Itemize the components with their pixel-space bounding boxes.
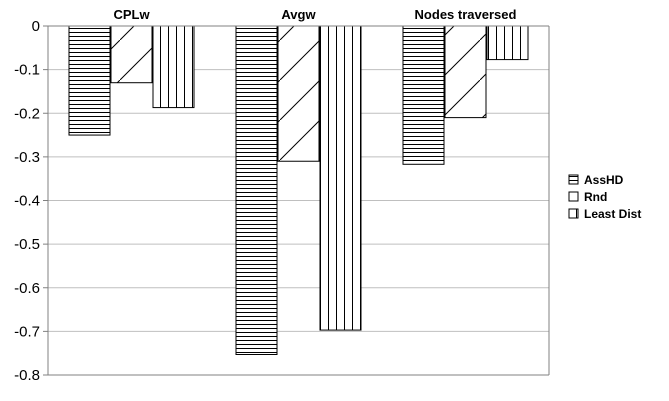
y-tick-label: -0.3: [14, 149, 40, 166]
y-tick-label: -0.7: [14, 323, 40, 340]
bar: [444, 25, 487, 119]
legend-swatch: [568, 191, 579, 202]
category-label: Nodes traversed: [415, 7, 517, 22]
y-tick-label: -0.2: [14, 105, 40, 122]
legend-swatch: [568, 208, 579, 219]
legend-swatch: [568, 174, 579, 185]
y-tick-label: -0.4: [14, 193, 40, 210]
bar: [68, 25, 111, 136]
category-labels: CPLw Avgw Nodes traversed: [113, 7, 516, 22]
y-tick-label: 0: [32, 18, 40, 35]
bars: [68, 25, 529, 355]
bar: [402, 25, 445, 165]
y-tick-label: -0.6: [14, 280, 40, 297]
bar: [235, 25, 278, 355]
category-label: Avgw: [281, 7, 316, 22]
y-tick-label: -0.1: [14, 62, 40, 79]
y-tick-label: -0.8: [14, 367, 40, 384]
bar: [486, 25, 529, 61]
legend-label: Least Dist: [584, 207, 641, 221]
y-tick-label: -0.5: [14, 236, 40, 253]
bar: [277, 25, 320, 162]
axes: [47, 25, 550, 376]
category-label: CPLw: [113, 7, 150, 22]
bar: [110, 25, 153, 84]
legend-label: AssHD: [584, 173, 624, 187]
bar: [152, 25, 195, 109]
y-tick-labels: 0 -0.1 -0.2 -0.3 -0.4 -0.5 -0.6 -0.7 -0.8: [14, 18, 40, 384]
legend-label: Rnd: [584, 190, 607, 204]
bar: [319, 25, 362, 331]
